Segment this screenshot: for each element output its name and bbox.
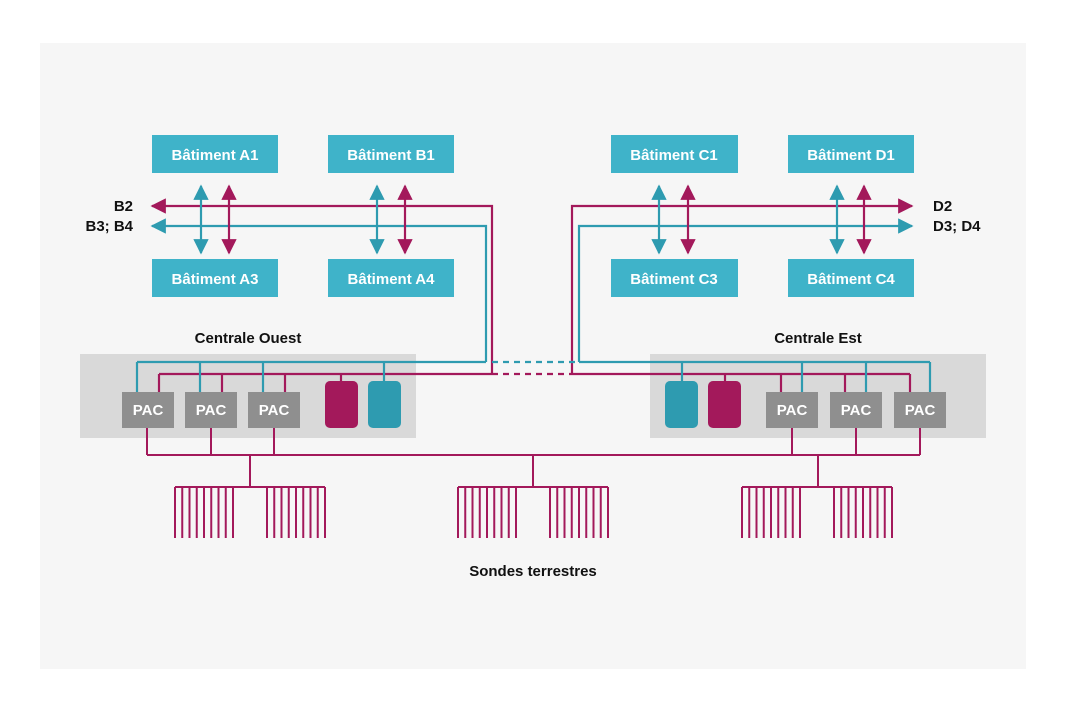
building-a4-label: Bâtiment A4 <box>348 271 436 288</box>
east-hot-storage-tank[interactable] <box>708 381 741 428</box>
east-pac-2[interactable]: PAC <box>830 392 882 428</box>
east-piping <box>570 198 932 396</box>
pac-label: PAC <box>777 402 808 419</box>
west-pac-2[interactable]: PAC <box>185 392 237 428</box>
pac-label: PAC <box>133 402 164 419</box>
building-b1[interactable]: Bâtiment B1 <box>328 135 454 173</box>
building-c1-label: Bâtiment C1 <box>630 147 718 164</box>
building-c4-label: Bâtiment C4 <box>807 271 895 288</box>
pac-label: PAC <box>259 402 290 419</box>
east-plant-title: Centrale Est <box>774 330 862 347</box>
west-hot-storage-tank[interactable] <box>325 381 358 428</box>
building-a4[interactable]: Bâtiment A4 <box>328 259 454 297</box>
east-pac-3[interactable]: PAC <box>894 392 946 428</box>
building-d1-label: Bâtiment D1 <box>807 147 895 164</box>
pac-label: PAC <box>905 402 936 419</box>
west-pac-1[interactable]: PAC <box>122 392 174 428</box>
west-cold-storage-tank[interactable] <box>368 381 401 428</box>
pac-label: PAC <box>196 402 227 419</box>
left-label-b3-b4: B3; B4 <box>85 218 133 235</box>
building-a1-label: Bâtiment A1 <box>172 147 259 164</box>
building-a3[interactable]: Bâtiment A3 <box>152 259 278 297</box>
west-pac-3[interactable]: PAC <box>248 392 300 428</box>
right-label-d3-d4: D3; D4 <box>933 218 981 235</box>
building-c4[interactable]: Bâtiment C4 <box>788 259 914 297</box>
probe-fields <box>174 486 893 538</box>
building-a1[interactable]: Bâtiment A1 <box>152 135 278 173</box>
west-piping <box>135 198 494 396</box>
building-d1[interactable]: Bâtiment D1 <box>788 135 914 173</box>
building-b1-label: Bâtiment B1 <box>347 147 435 164</box>
interconnection-dashed <box>492 360 579 376</box>
ground-probes-label: Sondes terrestres <box>469 563 597 580</box>
east-cold-storage-tank[interactable] <box>665 381 698 428</box>
east-arrows <box>651 184 872 255</box>
building-c3[interactable]: Bâtiment C3 <box>611 259 738 297</box>
pac-label: PAC <box>841 402 872 419</box>
building-c3-label: Bâtiment C3 <box>630 271 718 288</box>
west-arrows <box>193 184 413 255</box>
probe-network <box>146 427 921 487</box>
building-a3-label: Bâtiment A3 <box>172 271 259 288</box>
east-pac-1[interactable]: PAC <box>766 392 818 428</box>
west-plant-title: Centrale Ouest <box>195 330 302 347</box>
left-label-b2: B2 <box>114 198 133 215</box>
building-c1[interactable]: Bâtiment C1 <box>611 135 738 173</box>
right-label-d2: D2 <box>933 198 952 215</box>
